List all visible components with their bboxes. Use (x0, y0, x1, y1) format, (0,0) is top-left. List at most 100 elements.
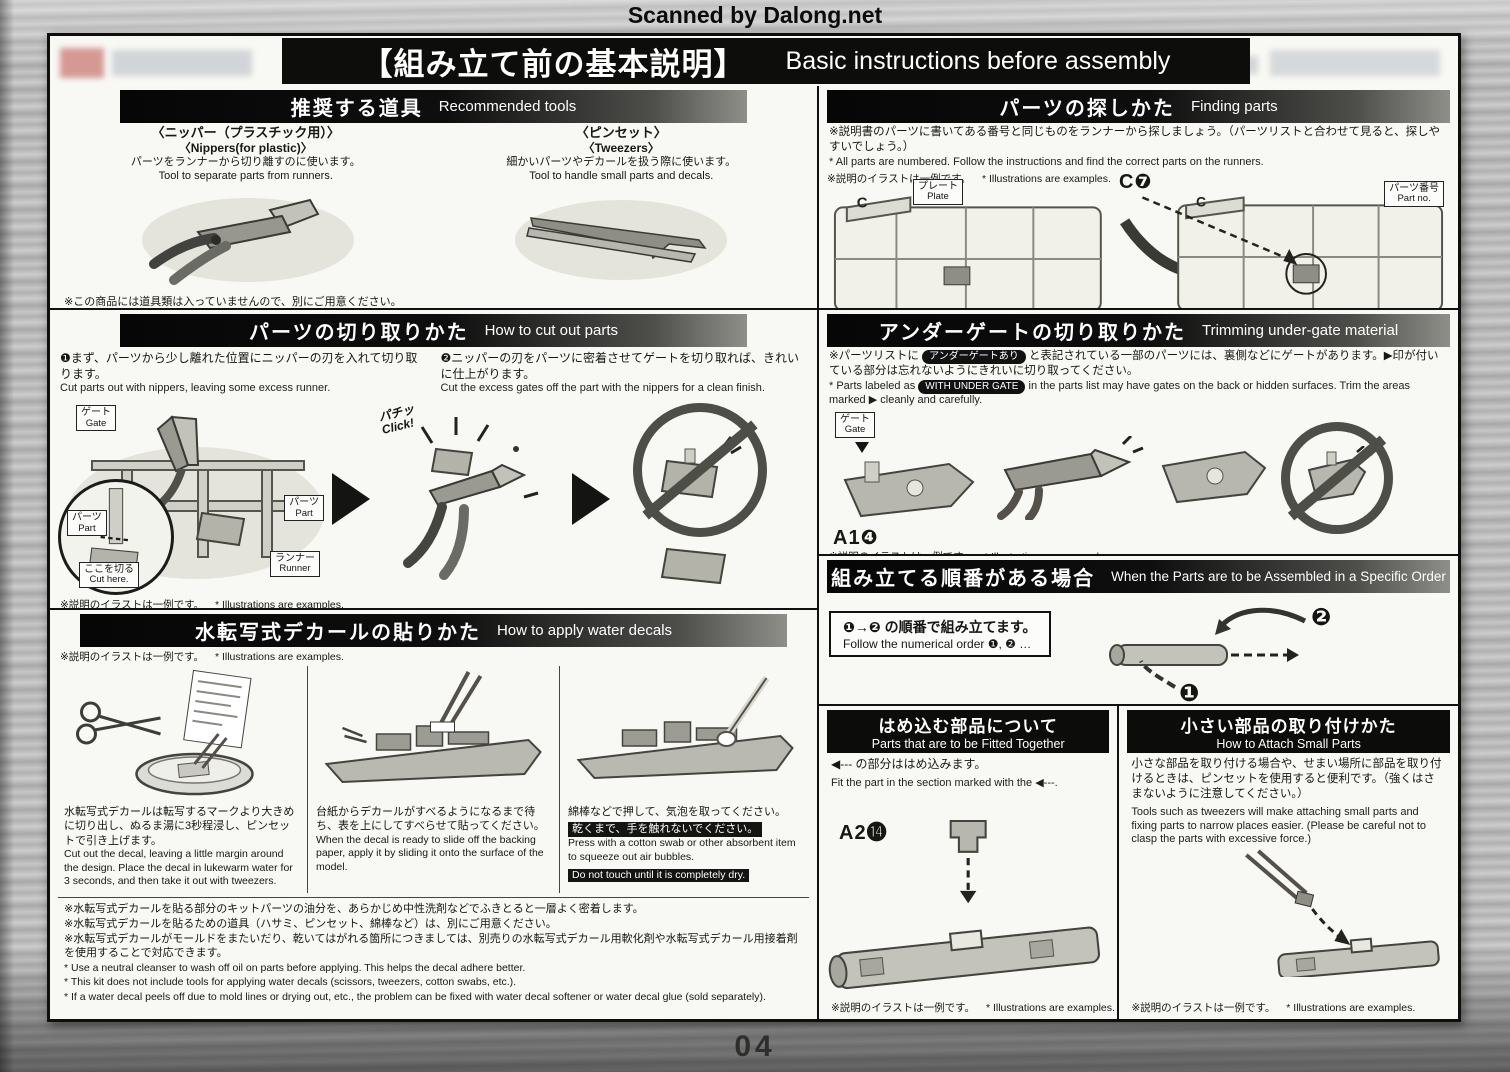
nippers-small-art (997, 435, 1144, 520)
illustration-note: ※説明のイラストは一例です。 * Illustrations are examp… (1131, 1000, 1415, 1015)
order-instruction-box: ❶→❷ の順番で組み立てます。 Follow the numerical ord… (829, 611, 1051, 657)
scan-watermark: Scanned by Dalong.net (627, 2, 883, 28)
illustration-note-en: * Illustrations are examples. (984, 551, 1113, 554)
section-header-decals: 水転写式デカールの貼りかた How to apply water decals (80, 614, 787, 647)
decal-note-jp-3: ※水転写式デカールがモールドをまたいだり、乾いてはがれる箇所につきましては、別売… (64, 932, 798, 960)
illustration-note-jp: ※説明のイラストは一例です。 (60, 651, 205, 663)
gate-label: ゲート Gate (76, 405, 116, 432)
illustration-note: ※説明のイラストは一例です。 * Illustrations are examp… (60, 649, 807, 664)
illustration-note-jp: ※説明のイラストは一例です。 (829, 551, 973, 554)
prohibition-circle-icon (1281, 421, 1393, 534)
section-title-en: How to cut out parts (484, 322, 618, 339)
plate-label-en: Plate (927, 191, 949, 203)
undergate-part-block: ゲート Gate A1❹ (827, 411, 987, 549)
bad-part-art (1307, 445, 1373, 501)
undergate-badge-jp: アンダーゲートあり (922, 350, 1026, 364)
runner-label-en: Runner (279, 563, 311, 575)
runner-label-jp: ランナー (275, 552, 315, 564)
illustration-note-jp: ※説明のイラストは一例です。 (1131, 1002, 1276, 1014)
section-title-en: How to apply water decals (496, 622, 673, 639)
order-body-en: Follow the numerical order ❶, ❷ … (843, 637, 1032, 651)
decal-cut-soak-art (76, 669, 254, 796)
section-title-jp: 水転写式デカールの貼りかた (194, 622, 481, 644)
undergate-illustration: ゲート Gate A1❹ (827, 409, 1450, 549)
section-recommended-tools: 推奨する道具 Recommended tools 〈ニッパー（プラスチック用）〉… (50, 86, 817, 310)
svg-text:C: C (1196, 193, 1206, 209)
decal-step3-jp: 綿棒などで押して、気泡を取ってください。 (568, 806, 787, 818)
section-title-en: Finding parts (1190, 98, 1278, 115)
cut-step2-jp: ❷ニッパーの刃をパーツに密着させてゲートを切り取れば、きれいに仕上がります。 (440, 351, 800, 381)
instruction-sheet: 【組み立て前の基本説明】 Basic instructions before a… (47, 33, 1461, 1022)
section-header-small-parts: 小さい部品の取り付けかた How to Attach Small Parts (1127, 710, 1450, 753)
cut-here-label: ここを切る Cut here. (79, 561, 139, 588)
section-header-order: 組み立てる順番がある場合 When the Parts are to be As… (827, 560, 1450, 593)
section-title-jp: 小さい部品の取り付けかた (1180, 717, 1397, 736)
tweezers-title-jp: 〈ピンセット〉 (575, 125, 667, 140)
nippers-illustration (141, 197, 354, 285)
section-title-jp: アンダーゲートの切り取りかた (878, 322, 1186, 344)
cut-here-en: Cut here. (89, 574, 129, 586)
illustration-note-jp: ※説明のイラストは一例です。 (831, 1002, 976, 1014)
section-small-parts: 小さい部品の取り付けかた How to Attach Small Parts 小… (1119, 706, 1458, 1019)
section-title-jp: 推奨する道具 (290, 98, 423, 120)
part-code-a1-4: A1❹ (833, 526, 879, 549)
undergate-en-post: in the parts list may have gates on the … (829, 379, 1411, 406)
nippers-title-jp: 〈ニッパー（プラスチック用）〉 (151, 125, 340, 140)
section-title-jp: はめ込む部品について (878, 717, 1058, 736)
scan-bleedthrough (1270, 50, 1440, 76)
section-finding-parts: パーツの探しかた Finding parts ※説明書のパーツに書いてある番号と… (819, 86, 1458, 310)
illustration-note: ※説明のイラストは一例です。 * Illustrations are examp… (827, 171, 1111, 186)
decal-step3-warn-jp: 乾くまで、手を触れないでください。 (568, 822, 763, 837)
decal-note-en-2: * This kit does not include tools for ap… (64, 976, 517, 989)
gate-label-jp: ゲート (81, 407, 111, 418)
right-column: パーツの探しかた Finding parts ※説明書のパーツに書いてある番号と… (819, 86, 1458, 1019)
illustration-note-en: * Illustrations are examples. (985, 1002, 1115, 1014)
part-label-jp: パーツ (289, 497, 319, 508)
title-row: 【組み立て前の基本説明】 Basic instructions before a… (50, 36, 1458, 86)
decal-note-en-1: * Use a neutral cleanser to wash off oil… (64, 962, 526, 975)
svg-text:C: C (857, 195, 868, 211)
small-parts-body-en: Tools such as tweezers will make attachi… (1131, 805, 1427, 846)
undergate-body-en: * Parts labeled as WITH UNDER GATE in th… (829, 379, 1448, 408)
section-fitting-parts: はめ込む部品について Parts that are to be Fitted T… (819, 706, 1120, 1019)
tools-row: 〈ニッパー（プラスチック用）〉 〈Nippers(for plastic)〉 パ… (50, 125, 817, 293)
snip-art (403, 417, 539, 580)
trimmed-part-art (1161, 450, 1267, 503)
gate-label-en: Gate (85, 417, 107, 429)
small-parts-illustration (1245, 849, 1441, 978)
illustration-note-en: * Illustrations are examples. (981, 172, 1111, 185)
part-code-c7: C❼ (1119, 170, 1153, 193)
cut-step-1: ❶まず、パーツから少し離れた位置にニッパーの刃を入れて切り取ります。 Cut p… (60, 351, 427, 401)
cut-snip-illustration: パチッ Click! (376, 402, 566, 595)
cut-here-jp: ここを切る (84, 563, 134, 575)
order-body-jp: ❶→❷ の順番で組み立てます。 (843, 619, 1037, 635)
cut-wrong-example (616, 403, 784, 595)
decal-step3-warn-en: Do not touch until it is completely dry. (568, 868, 750, 883)
section-title-en: When the Parts are to be Assembled in a … (1111, 569, 1446, 584)
content-columns: 推奨する道具 Recommended tools 〈ニッパー（プラスチック用）〉… (50, 86, 1458, 1019)
tweezers-illustration (515, 199, 728, 280)
page-number: 04 (734, 1030, 776, 1063)
section-title-jp: パーツの探しかた (999, 98, 1175, 120)
page-title-en: Basic instructions before assembly (785, 46, 1171, 75)
plate-label-jp: プレート (918, 180, 958, 192)
decal-slide-art (324, 671, 542, 784)
section-header-finding: パーツの探しかた Finding parts (827, 90, 1450, 123)
section-title-jp: 組み立てる順番がある場合 (831, 568, 1096, 590)
decal-note-jp-2: ※水転写式デカールを貼るための道具（ハサミ、ピンセット、綿棒など）は、別にご用意… (64, 917, 557, 930)
illustration-note-en: * Illustrations are examples. (214, 599, 344, 610)
tools-note-jp: ※この商品には道具類は入っていませんので、別にご用意ください。 (64, 295, 402, 308)
bad-part-art (660, 436, 742, 499)
page-title-jp: 【組み立て前の基本説明】 (361, 46, 746, 82)
tweezers-block: 〈ピンセット〉 〈Tweezers〉 細かいパーツやデカールを扱う際に使います。… (434, 125, 810, 293)
cut-step2-en: Cut the excess gates off the part with t… (440, 382, 765, 395)
tools-note: ※この商品には道具類は入っていませんので、別にご用意ください。 * Tools … (64, 295, 803, 308)
part-label-en: Part (295, 507, 313, 519)
decal-steps: 水転写式デカールは転写するマークより大きめに切り出し、ぬるま湯に3秒程浸し、ピン… (50, 666, 817, 893)
part-label: パーツ Part (284, 495, 324, 522)
undergate-part-art (843, 461, 975, 517)
arrow-right-icon (332, 473, 370, 525)
tweezers-desc-en: Tool to handle small parts and decals. (529, 170, 714, 182)
small-parts-body-jp: 小さな部品を取り付ける場合や、せまい場所に部品を取り付けるときは、ピンセットを使… (1131, 758, 1442, 800)
